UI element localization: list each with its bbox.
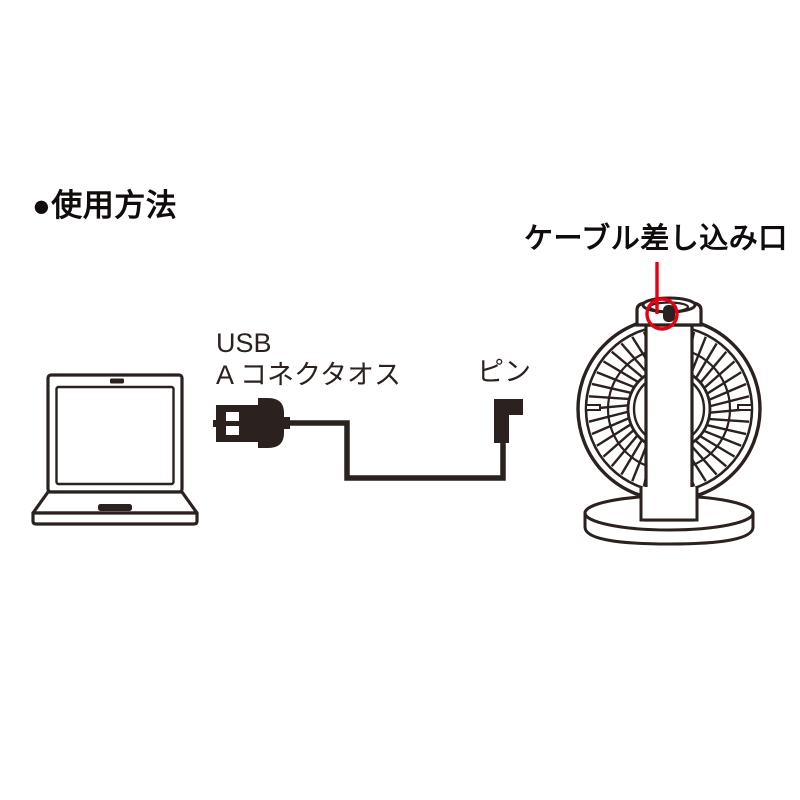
usb-shell-notch xyxy=(213,420,217,427)
usb-connector-label: USB A コネクタオス xyxy=(216,328,401,392)
laptop-base-front xyxy=(31,511,199,526)
cable-port-label: ケーブル差し込み口 xyxy=(524,223,788,255)
laptop-illustration xyxy=(31,373,199,526)
usb-slot-bottom xyxy=(226,426,239,435)
pin-connector xyxy=(494,399,523,443)
laptop-screen-inner xyxy=(55,385,175,486)
fan-ring-tab-left xyxy=(585,404,601,411)
usb-metal-shell xyxy=(216,405,258,442)
pin-connector-label: ピン xyxy=(477,357,531,387)
laptop-webcam-icon xyxy=(110,378,124,384)
usb-connector-label-line2: A コネクタオス xyxy=(216,359,401,390)
fan-cable-port-slot xyxy=(663,305,675,322)
usb-a-connector xyxy=(213,398,290,448)
pin-connector-body xyxy=(494,399,523,443)
fan-column-foot xyxy=(639,487,699,522)
fan-ring-tab-right xyxy=(737,404,753,411)
usb-strain-relief xyxy=(282,417,290,429)
usb-connector-label-line1: USB xyxy=(216,328,272,358)
page-title: ●使用方法 xyxy=(32,188,178,223)
fan-grille-fins xyxy=(587,327,751,491)
fan-illustration xyxy=(576,262,762,546)
usb-slot-top xyxy=(226,412,239,421)
laptop-trackpad xyxy=(98,504,132,511)
usb-overmold-body xyxy=(258,398,284,448)
cable-path xyxy=(282,420,506,481)
cable-port-highlight-circle xyxy=(645,297,679,331)
